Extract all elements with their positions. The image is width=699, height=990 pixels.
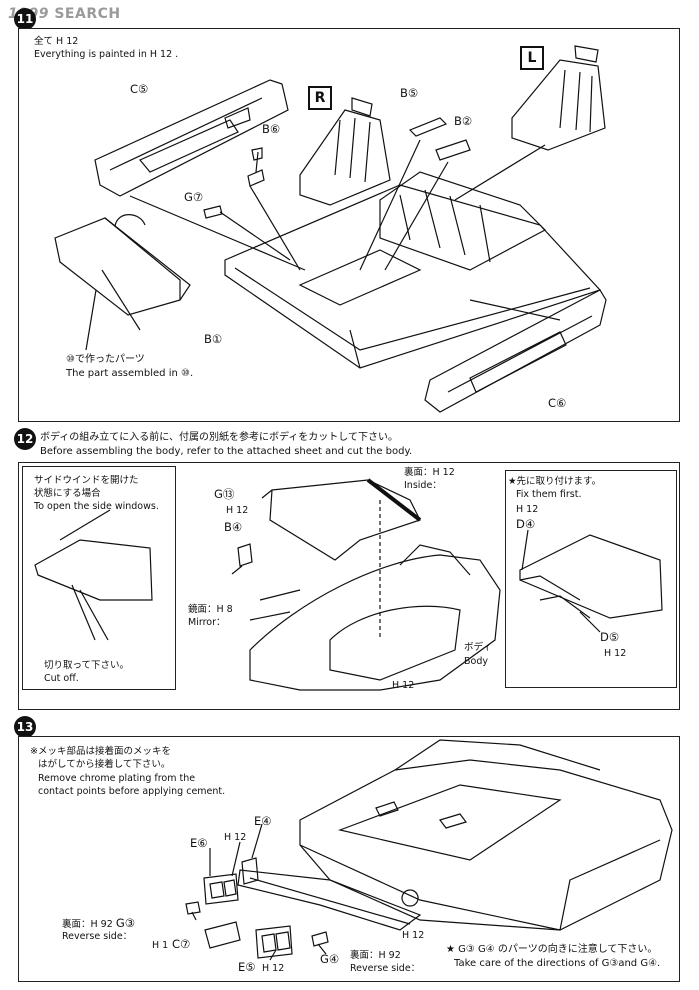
- inside-note-jp: 裏面：H 12: [404, 467, 455, 478]
- code-h12-b-13: H 12: [402, 930, 425, 941]
- step-13-number: 13: [14, 716, 36, 738]
- chrome-note-en1: Remove chrome plating from the: [38, 773, 196, 784]
- cut-off-jp: 切り取って下さい。: [44, 660, 130, 671]
- seat-left-marker: L: [520, 46, 544, 70]
- caution-en: Take care of the directions of G③and G④.: [454, 958, 661, 969]
- body-en: Body: [464, 656, 488, 667]
- code-h12-a-13: H 12: [224, 832, 247, 843]
- label-b6: B⑥: [262, 122, 281, 136]
- label-b5: B⑤: [400, 86, 419, 100]
- chrome-note-jp2: はがしてから接着して下さい。: [38, 759, 171, 770]
- label-b2: B②: [454, 114, 473, 128]
- seat-right-marker: R: [308, 86, 332, 110]
- label-b1: B①: [204, 332, 223, 346]
- label-c5: C⑤: [130, 82, 149, 96]
- reverse2-code: H 92: [378, 950, 401, 961]
- code-h12-d: H 12: [604, 648, 627, 659]
- label-e6: E⑥: [190, 836, 208, 850]
- mirror-note-jp: 鏡面：H 8: [188, 604, 233, 615]
- label-d4: D④: [516, 517, 536, 531]
- inside-code: H 12: [432, 467, 455, 478]
- body-jp: ボディ: [464, 642, 492, 653]
- reverse1-part: G③: [115, 916, 136, 930]
- part-note-jp: ⑩で作ったパーツ: [66, 354, 145, 365]
- side-window-note-en: To open the side windows.: [34, 501, 159, 512]
- code-h12-b: H 12: [392, 680, 415, 691]
- cut-off-en: Cut off.: [44, 673, 79, 684]
- fix-first-subbox: [505, 470, 677, 688]
- step-11-panel: [18, 28, 680, 422]
- step-13-panel: [18, 736, 680, 982]
- mirror-code: H 8: [216, 604, 233, 615]
- reverse2-jp: 裏面：H 92: [350, 950, 401, 961]
- caution-jp: ★ G③ G④ のパーツの向きに注意して下さい。: [446, 944, 658, 955]
- fix-first-en: Fix them first.: [516, 489, 582, 500]
- reverse2-en: Reverse side：: [350, 963, 421, 974]
- side-window-subbox: [22, 466, 176, 690]
- label-b4: B④: [224, 520, 243, 534]
- label-g7: G⑦: [184, 190, 204, 204]
- paint-note-en: Everything is painted in H 12 .: [34, 49, 179, 60]
- watermark-text: SEARCH: [54, 6, 121, 22]
- side-window-note-jp1: サイドウインドを開けた: [34, 475, 139, 486]
- fix-first-jp: ★先に取り付けます。: [508, 476, 602, 487]
- chrome-note-jp1: ※メッキ部品は接着面のメッキを: [30, 746, 171, 757]
- label-g13: G⑬: [214, 487, 235, 501]
- label-c7: C⑦: [172, 937, 191, 951]
- label-e5: E⑤: [238, 960, 256, 974]
- side-window-note-jp2: 状態にする場合: [34, 488, 101, 499]
- step-11-number: 11: [14, 8, 36, 30]
- code-h12-c: H 12: [516, 504, 539, 515]
- label-g4: G④: [320, 952, 340, 966]
- code-h12-a: H 12: [226, 505, 249, 516]
- chrome-note-en2: contact points before applying cement.: [38, 786, 226, 797]
- c7-code: H 1: [152, 940, 169, 951]
- mirror-note-en: Mirror：: [188, 617, 226, 628]
- paint-code: H 12: [56, 36, 79, 47]
- label-d5: D⑤: [600, 630, 620, 644]
- label-e4: E④: [254, 814, 272, 828]
- step-12-number: 12: [14, 428, 36, 450]
- step-12-header-en: Before assembling the body, refer to the…: [40, 446, 413, 457]
- step-12-header-jp: ボディの組み立てに入る前に、付属の別紙を参考にボディをカットして下さい。: [40, 432, 398, 443]
- paint-note-jp: 全て H 12: [34, 36, 79, 47]
- paint-code-en: H 12: [149, 49, 173, 60]
- reverse1-en: Reverse side：: [62, 931, 133, 942]
- e5-code: H 12: [262, 963, 285, 974]
- part-note-en: The part assembled in ⑩.: [66, 368, 194, 379]
- inside-note-en: Inside：: [404, 480, 442, 491]
- reverse1-code: H 92: [90, 919, 113, 930]
- reverse1-jp: 裏面：H 92 G③: [62, 916, 136, 930]
- label-c6: C⑥: [548, 396, 567, 410]
